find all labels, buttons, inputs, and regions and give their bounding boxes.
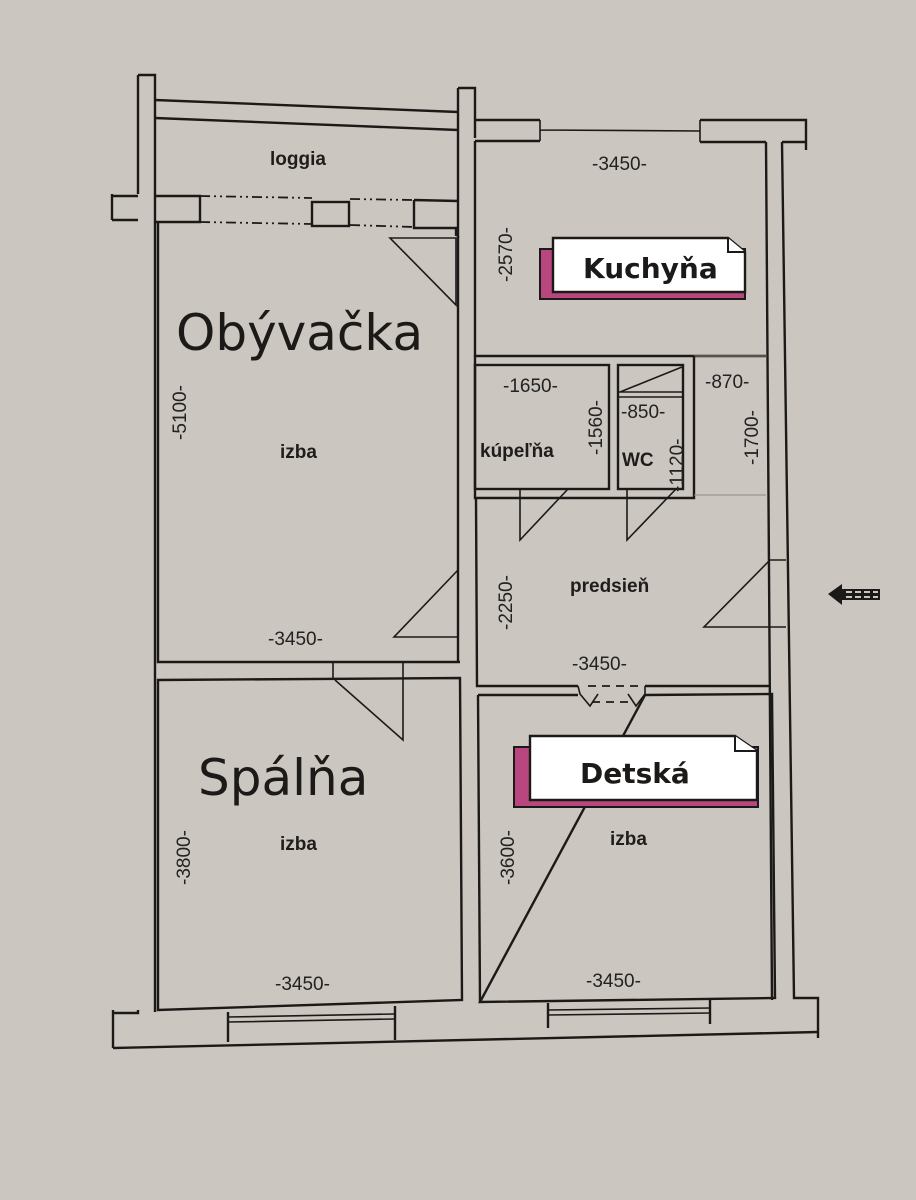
bedroom: Spálňa izba -3450- -3800- [156,662,464,1012]
tag-kitchen: Kuchyňa [539,236,747,300]
dim-closet-width: -870- [705,372,749,393]
closet: -870- -1700- [694,372,766,496]
room-label-loggia: loggia [270,149,326,170]
dim-kitchen-width: -3450- [592,154,647,175]
arrow-left-icon [828,584,880,605]
dim-living-depth: -5100- [170,385,191,440]
dim-bedroom-depth: -3800- [174,830,195,885]
room-label-hallway: predsieň [570,576,649,597]
room-label-kids: izba [610,829,647,850]
dim-bedroom-width: -3450- [275,974,330,995]
room-label-wc: WC [622,450,654,471]
tag-kitchen-label: Kuchyňa [583,252,718,285]
room-title-living: Obývačka [176,304,423,362]
dim-kids-width: -3450- [586,971,641,992]
dim-wc-depth: -1120- [667,438,688,492]
kids-room: izba -3450- -3600- Detská [476,692,777,1004]
tag-kids-label: Detská [580,757,690,790]
dim-bath-width: -1650- [503,376,558,397]
room-label-living: izba [280,442,317,463]
wc: -850- -1120- WC [616,363,688,542]
dim-hall-width: -3450- [572,654,627,675]
dim-closet-depth: -1700- [742,410,763,465]
dim-living-width: -3450- [268,629,323,650]
bathroom: -1650- -1560- kúpeľňa [473,356,696,543]
room-title-bedroom: Spálňa [198,749,368,807]
room-label-bathroom: kúpeľňa [480,441,554,462]
dim-kitchen-depth: -2570- [496,227,517,282]
dim-kids-depth: -3600- [498,830,519,885]
living-room: Obývačka izba -3450- -5100- [156,222,460,664]
hallway: predsieň -3450- -2250- [474,497,786,708]
dim-wc-width: -850- [621,402,665,423]
loggia: loggia [155,149,459,236]
room-label-bedroom: izba [280,834,317,855]
outer-walls [110,73,820,1050]
tag-kids: Detská [513,734,759,808]
dim-hall-depth: -2250- [496,575,517,630]
dim-bath-depth: -1560- [586,400,607,455]
kitchen: -3450- -2570- Kuchyňa [473,141,766,358]
